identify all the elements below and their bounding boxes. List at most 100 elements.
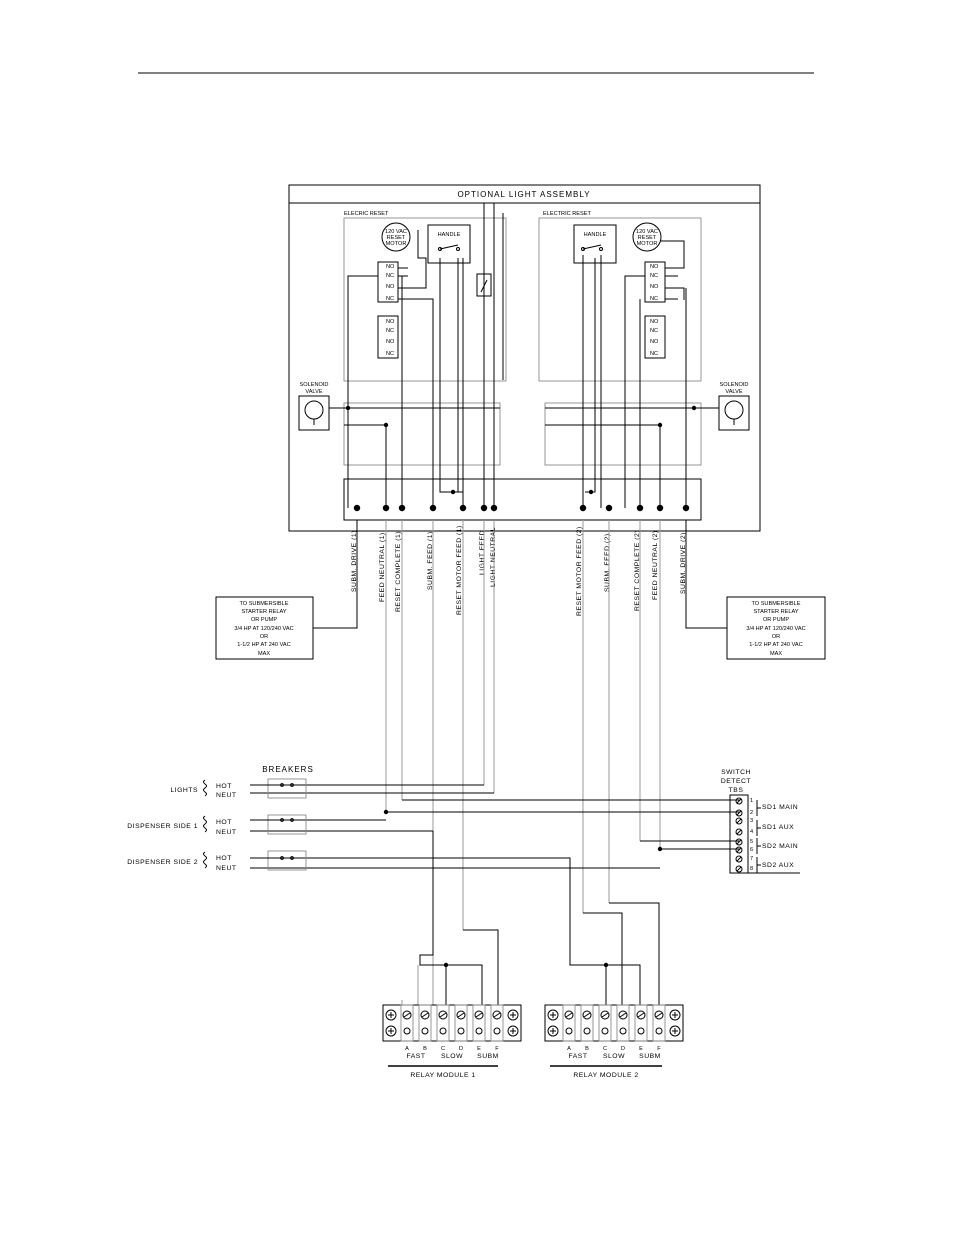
breaker-neut-1: NEUT	[216, 792, 237, 799]
terminal-screw	[656, 504, 664, 512]
module-terminal-lower	[493, 1027, 501, 1035]
right-motor-label-1: 120 VAC	[636, 229, 658, 235]
sd-pin-label: 4	[750, 829, 753, 835]
sd-group-4: SD2 AUX	[762, 862, 794, 869]
note-left-2: STARTER RELAY	[241, 609, 286, 615]
sd-pin-screw	[735, 846, 743, 854]
note-right-1: TO SUBMERSIBLE	[751, 601, 800, 607]
module-terminal-slot	[601, 1012, 609, 1018]
module-terminal-screw	[474, 1010, 484, 1020]
wire-labels-right: RESET MOTOR FEED (2) SUBM. FEED (2) RESE…	[576, 526, 687, 616]
sd-pin-screw	[735, 865, 743, 873]
lc-no-3: NO	[386, 319, 395, 325]
module-terminal-slot	[619, 1012, 627, 1018]
left-solenoid-valve: SOLENOID VALVE	[298, 382, 330, 431]
right-solenoid-valve: SOLENOID VALVE	[718, 382, 750, 431]
rc-no-1: NO	[650, 264, 659, 270]
module-terminal-letter: C	[441, 1046, 445, 1052]
module-terminal	[490, 1004, 504, 1042]
module-terminal-lower	[403, 1027, 411, 1035]
sd-pin-slot	[736, 798, 742, 804]
note-right-3: OR PUMP	[763, 617, 789, 623]
module-terminal-screw	[654, 1010, 664, 1020]
module-terminal-lower	[655, 1027, 663, 1035]
sd-pin-slot	[736, 829, 742, 835]
note-right-5: OR	[772, 634, 780, 640]
rc-nc-1: NC	[650, 273, 658, 279]
module-terminal	[652, 1004, 666, 1042]
note-left-6: 1-1/2 HP AT 240 VAC	[237, 642, 290, 648]
note-left-1: TO SUBMERSIBLE	[239, 601, 288, 607]
sd-pin-screw	[735, 855, 743, 863]
wire-label-light-feed: LIGHT FEED	[479, 530, 486, 575]
mount-screw	[385, 1025, 397, 1037]
wire-label-reset-motor-feed-1: RESET MOTOR FEED (1)	[456, 525, 463, 615]
module-terminal-letter: F	[657, 1046, 661, 1052]
right-electric-reset: ELECTRIC RESET HANDLE 120 VAC RESET MOTO…	[538, 211, 702, 382]
left-electric-reset: ELECRIC RESET 120 VAC RESET MOTOR HANDLE…	[343, 211, 507, 382]
module-terminal	[580, 1004, 594, 1042]
wire-labels-left: SUBM. DRIVE (1) FEED NEUTRAL (1) RESET C…	[351, 525, 497, 615]
module-terminal-slot	[493, 1012, 501, 1018]
sd-pin-slot	[736, 818, 742, 824]
terminal-screw	[459, 504, 467, 512]
mount-screw	[547, 1025, 559, 1037]
module-terminal-screw	[564, 1010, 574, 1020]
module-terminal	[472, 1004, 486, 1042]
module-terminal-screw	[492, 1010, 502, 1020]
module-terminal-screw	[438, 1010, 448, 1020]
note-right-7: MAX	[770, 651, 782, 657]
sd-pin-screw	[735, 817, 743, 825]
sd-pin-slot	[736, 810, 742, 816]
sd-pin-screw	[735, 828, 743, 836]
breaker-row-lights: LIGHTS	[170, 787, 198, 794]
wire-label-subm-drive-2: SUBM. DRIVE (2)	[680, 532, 687, 594]
breaker-neut-2: NEUT	[216, 829, 237, 836]
module-terminal-lower	[565, 1027, 573, 1035]
sd-title-3: TBS	[729, 787, 744, 794]
rc-no-3: NO	[650, 319, 659, 325]
sd-pin-label: 7	[750, 856, 753, 862]
mount-screw	[547, 1009, 559, 1021]
breaker-row-side-2: DISPENSER SIDE 2	[127, 859, 198, 866]
lc-no-1: NO	[386, 264, 395, 270]
terminal-screw	[490, 504, 498, 512]
note-right-2: STARTER RELAY	[753, 609, 798, 615]
light-assembly-panel: OPTIONAL LIGHT ASSEMBLY ELECRIC RESET 12…	[288, 184, 761, 532]
module-terminal-screw	[402, 1010, 412, 1020]
note-right-4: 3/4 HP AT 120/240 VAC	[746, 626, 805, 632]
wire-label-reset-motor-feed-2: RESET MOTOR FEED (2)	[576, 526, 583, 616]
left-solenoid-label-1: SOLENOID	[300, 382, 329, 388]
breaker-row-side-1: DISPENSER SIDE 1	[127, 823, 198, 830]
wire-label-feed-neutral-2: FEED NEUTRAL (2)	[652, 530, 659, 600]
breaker-hot-3: HOT	[216, 855, 232, 862]
left-reset-label: ELECRIC RESET	[344, 211, 389, 217]
module-terminal-slot	[457, 1012, 465, 1018]
breaker-hot-2: HOT	[216, 819, 232, 826]
module-terminal-slot	[655, 1012, 663, 1018]
sd-group-2: SD1 AUX	[762, 824, 794, 831]
sd-pin-slot	[736, 839, 742, 845]
mount-screw	[507, 1025, 519, 1037]
module-terminal	[454, 1004, 468, 1042]
module-terminal-letter: D	[459, 1046, 463, 1052]
module-terminal-slot	[565, 1012, 573, 1018]
breaker-section: BREAKERS LIGHTS DISPENSER SIDE 1 DISPENS…	[127, 765, 312, 872]
sd-group-3: SD2 MAIN	[762, 843, 798, 850]
lc-nc-3: NC	[386, 328, 394, 334]
rc-no-2: NO	[650, 284, 659, 290]
module-terminal	[598, 1004, 612, 1042]
note-left-5: OR	[260, 634, 268, 640]
left-solenoid-label-2: VALVE	[305, 389, 322, 395]
note-left-4: 3/4 HP AT 120/240 VAC	[234, 626, 293, 632]
terminal-screw	[579, 504, 587, 512]
module-terminal-letter: C	[603, 1046, 607, 1052]
panel-wiring	[329, 203, 719, 508]
terminal-screw	[636, 504, 644, 512]
note-left-3: OR PUMP	[251, 617, 277, 623]
left-motor-label-2: RESET	[387, 235, 406, 241]
module-terminal-letter: F	[495, 1046, 499, 1052]
relay-module-1-name: RELAY MODULE 1	[410, 1072, 475, 1079]
